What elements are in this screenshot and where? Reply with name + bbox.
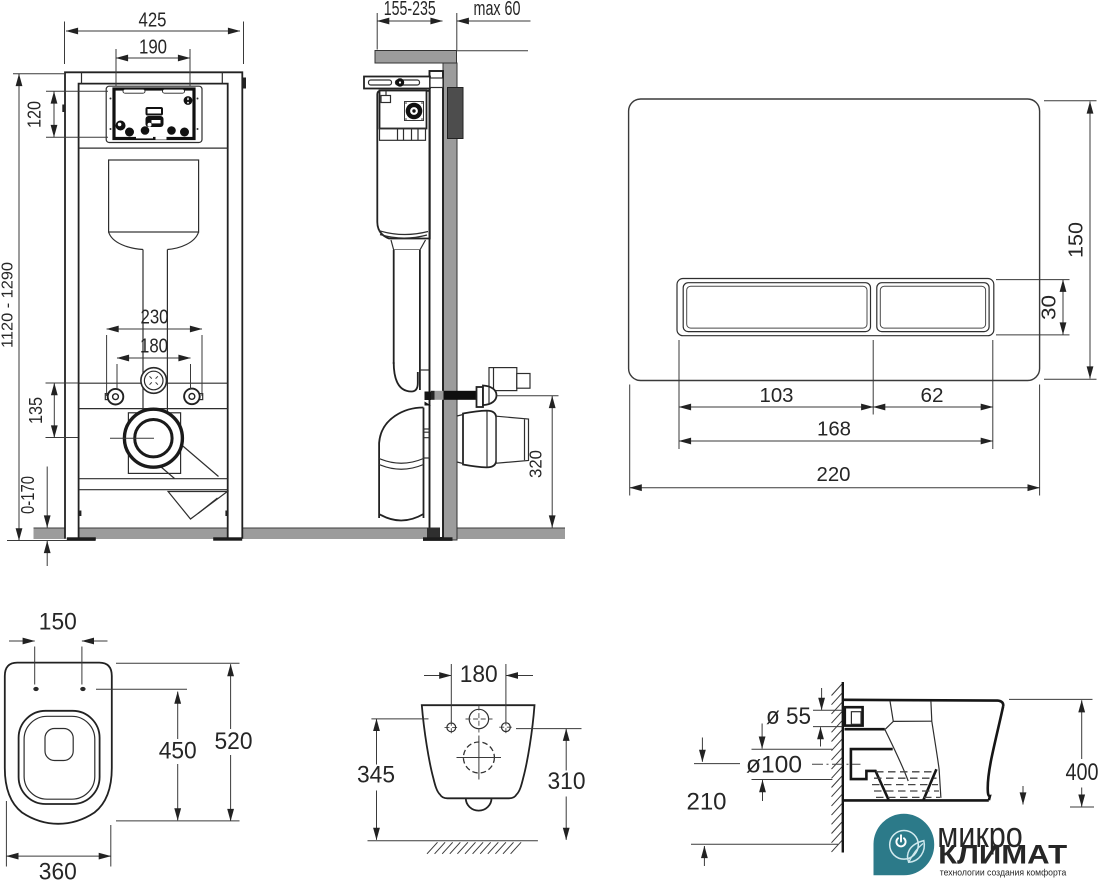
- svg-text:ø 55: ø 55: [766, 703, 811, 730]
- svg-text:120: 120: [25, 101, 45, 128]
- svg-text:450: 450: [159, 738, 197, 765]
- svg-text:1120 - 1290: 1120 - 1290: [0, 262, 17, 348]
- svg-text:62: 62: [921, 385, 944, 407]
- svg-text:150: 150: [39, 609, 77, 636]
- svg-text:180: 180: [460, 661, 498, 688]
- svg-text:220: 220: [817, 464, 851, 486]
- svg-text:max 60: max 60: [474, 0, 521, 20]
- svg-text:микро: микро: [937, 814, 1023, 855]
- svg-text:технологии создания комфорта: технологии создания комфорта: [940, 868, 1067, 878]
- svg-text:320: 320: [526, 450, 546, 478]
- svg-text:ø100: ø100: [746, 752, 802, 779]
- svg-text:30: 30: [1039, 295, 1061, 320]
- svg-text:155-235: 155-235: [384, 0, 436, 20]
- svg-text:150: 150: [1066, 222, 1088, 258]
- svg-text:360: 360: [39, 859, 77, 884]
- svg-text:400: 400: [1066, 759, 1099, 786]
- svg-text:103: 103: [760, 385, 794, 407]
- svg-text:190: 190: [139, 37, 167, 59]
- svg-text:345: 345: [357, 762, 395, 789]
- svg-text:425: 425: [139, 10, 167, 32]
- svg-text:135: 135: [26, 397, 46, 424]
- svg-text:520: 520: [215, 728, 253, 755]
- svg-text:210: 210: [687, 789, 727, 816]
- svg-text:230: 230: [141, 307, 169, 329]
- svg-text:0-170: 0-170: [18, 476, 38, 514]
- svg-text:180: 180: [140, 336, 168, 358]
- svg-text:КЛИМАТ: КЛИМАТ: [938, 840, 1067, 870]
- svg-text:310: 310: [548, 768, 586, 795]
- svg-text:168: 168: [817, 419, 851, 441]
